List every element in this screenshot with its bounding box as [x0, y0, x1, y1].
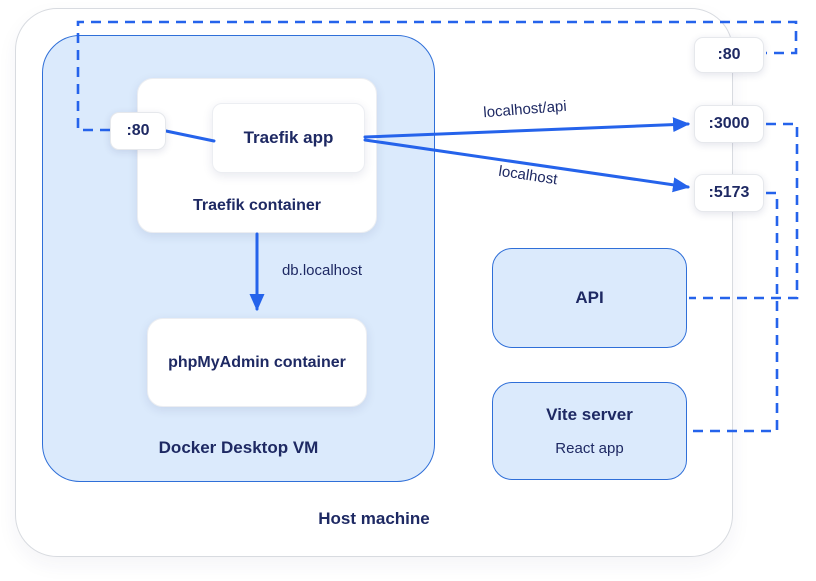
port-5173-label: :5173 — [708, 184, 750, 201]
port-3000-chip: :3000 — [694, 105, 764, 143]
port-80-host-left-chip: :80 — [110, 112, 166, 150]
host-machine-label: Host machine — [318, 509, 430, 528]
api-box: API — [492, 248, 687, 348]
edge-label-db-localhost: db.localhost — [281, 262, 363, 279]
traefik-container-label: Traefik container — [192, 197, 322, 214]
react-app-label: React app — [555, 440, 624, 457]
port-80-host-left-label: :80 — [126, 122, 150, 139]
port-80-host-right-chip: :80 — [694, 37, 764, 73]
traefik-app-box: Traefik app — [212, 103, 365, 173]
vite-server-box: Vite server React app — [492, 382, 687, 480]
phpmyadmin-container-label: phpMyAdmin container — [168, 353, 346, 371]
api-label: API — [575, 288, 604, 307]
phpmyadmin-container-box: phpMyAdmin container — [147, 318, 367, 407]
traefik-app-label: Traefik app — [243, 128, 334, 147]
port-3000-label: :3000 — [708, 115, 750, 132]
docker-desktop-vm-label: Docker Desktop VM — [158, 438, 319, 457]
port-5173-chip: :5173 — [694, 174, 764, 212]
vite-server-label: Vite server — [546, 405, 633, 424]
port-80-host-right-label: :80 — [717, 46, 741, 63]
